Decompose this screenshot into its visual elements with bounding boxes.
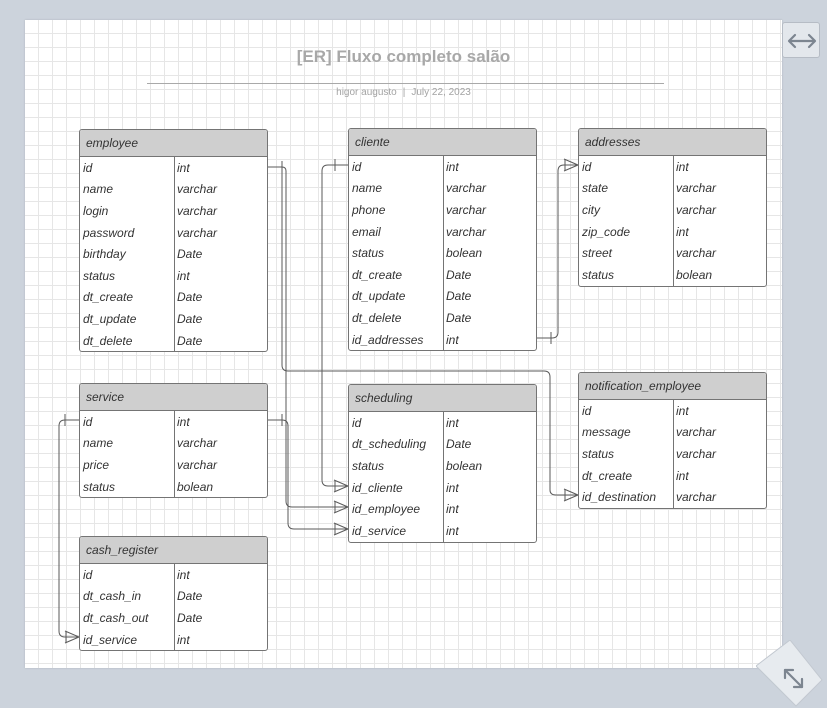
entity-employee-title: employee	[80, 130, 267, 157]
entity-cash-register-title: cash_register	[80, 537, 267, 564]
relationship-employee-notification	[281, 167, 579, 502]
entity-service-title: service	[80, 384, 267, 411]
resize-handle[interactable]	[756, 640, 826, 708]
entity-notification-employee-title: notification_employee	[579, 373, 766, 400]
entity-scheduling-title: scheduling	[349, 385, 536, 412]
diagram-author: higor augusto	[336, 87, 397, 98]
diagram-canvas: [ER] Fluxo completo salão higor augusto |…	[25, 20, 782, 668]
horizontal-arrows-icon	[787, 33, 817, 49]
diagram-date: July 22, 2023	[411, 87, 471, 98]
relationship-cliente-scheduling	[321, 159, 349, 493]
diagram-title: [ER] Fluxo completo salão	[296, 47, 511, 66]
diagram-meta: higor augusto | July 22, 2023	[25, 87, 782, 98]
relationship-service-scheduling	[268, 414, 349, 536]
meta-separator: |	[402, 87, 406, 98]
entity-addresses-title: addresses	[579, 129, 766, 156]
title-divider	[147, 83, 664, 84]
relationship-addresses-cliente	[537, 158, 579, 344]
expand-button[interactable]	[782, 22, 820, 58]
relationship-employee-scheduling	[268, 161, 349, 514]
relationship-lines	[58, 158, 579, 644]
relationship-service-cash-register	[58, 414, 80, 644]
entity-cliente-title: cliente	[349, 129, 536, 156]
diagonal-resize-icon	[756, 640, 823, 707]
